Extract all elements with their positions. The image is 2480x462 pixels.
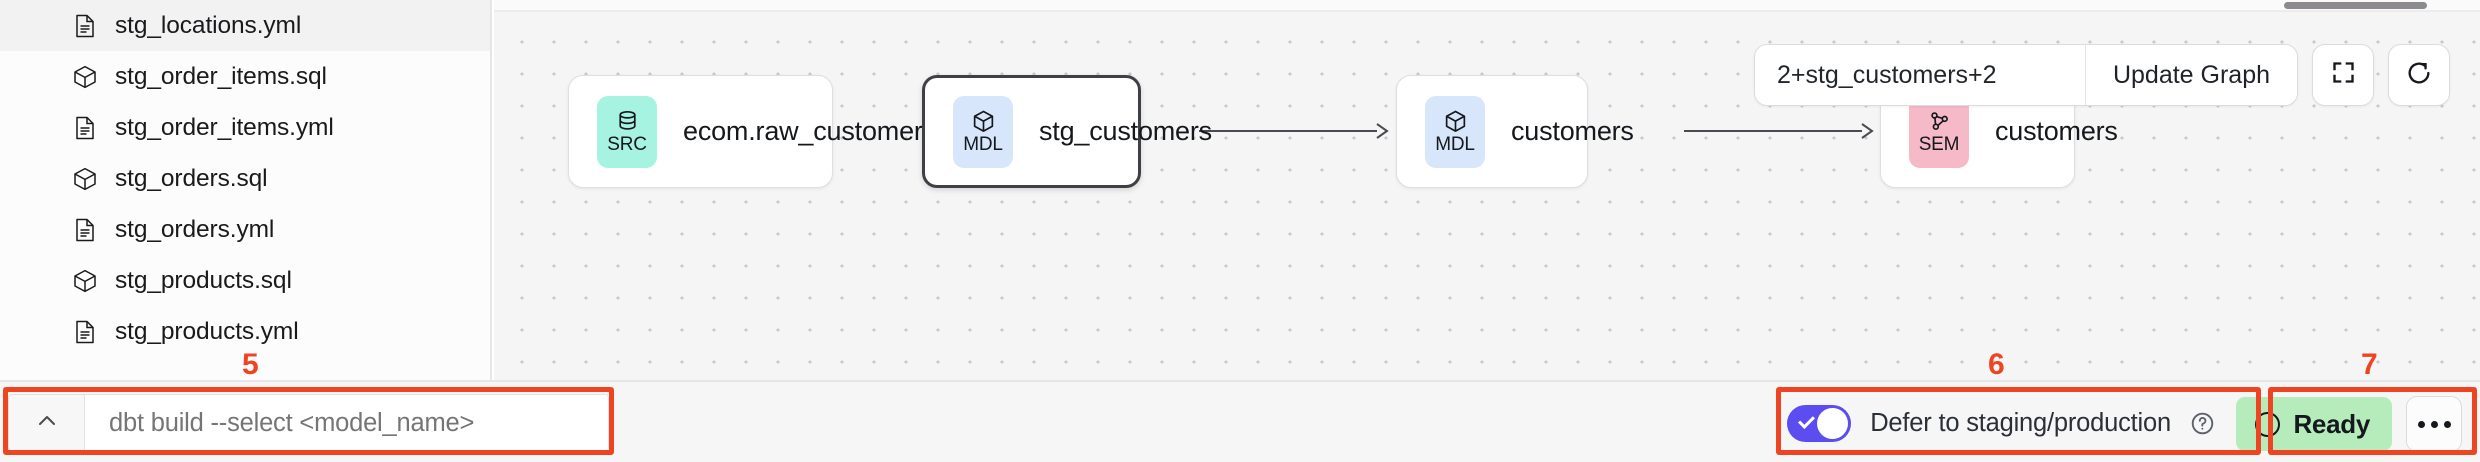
file-name: stg_orders.sql (115, 164, 268, 192)
fullscreen-button[interactable] (2312, 44, 2374, 106)
graph-node-customers-model[interactable]: MDL customers (1396, 75, 1634, 188)
edge-stg-to-customers (1199, 123, 1389, 139)
file-explorer-sidebar: stg_locations.yml stg_order_items.sql st… (0, 0, 492, 380)
file-yml-icon (72, 115, 98, 141)
bottom-status-bar: Defer to staging/production Ready (0, 380, 2480, 462)
status-label: Ready (2293, 408, 2370, 439)
fullscreen-icon (2330, 59, 2357, 91)
ellipsis-icon (2430, 420, 2438, 428)
cube-sql-icon (72, 166, 98, 192)
file-row[interactable]: stg_order_items.yml (0, 102, 490, 153)
file-row[interactable]: stg_locations.yml (0, 0, 490, 51)
graph-node-stg-customers[interactable]: MDL stg_customers (922, 75, 1212, 188)
node-label: customers (1995, 116, 2118, 146)
canvas-top-divider (494, 10, 2480, 12)
file-row[interactable]: stg_orders.sql (0, 153, 490, 204)
ellipsis-icon (2443, 420, 2451, 428)
node-label: ecom.raw_customers (683, 116, 936, 146)
command-bar (8, 394, 609, 452)
file-yml-icon (72, 217, 98, 243)
file-yml-icon (72, 319, 98, 345)
update-graph-button[interactable]: Update Graph (2084, 45, 2297, 105)
defer-control-group: Defer to staging/production (1787, 400, 2215, 447)
refresh-button[interactable] (2388, 44, 2450, 106)
database-icon (618, 110, 636, 130)
cube-icon (1445, 110, 1465, 132)
help-circle-icon[interactable] (2190, 411, 2215, 436)
scrollbar-thumb[interactable] (2284, 2, 2427, 9)
cube-sql-icon (72, 64, 98, 90)
badge-mdl: MDL (1425, 95, 1485, 168)
node-label: customers (1511, 116, 1634, 146)
defer-label: Defer to staging/production (1870, 409, 2171, 437)
command-input[interactable] (85, 395, 608, 451)
chevron-up-icon (35, 409, 59, 438)
file-name: stg_products.sql (115, 266, 292, 294)
graph-toolbar: Update Graph (1753, 44, 2450, 106)
semantic-icon (1930, 112, 1948, 130)
cube-icon (973, 110, 993, 132)
file-row[interactable]: stg_products.sql (0, 255, 490, 306)
defer-toggle[interactable] (1787, 405, 1852, 442)
node-label: stg_customers (1039, 116, 1212, 146)
status-indicator-icon (2255, 411, 2281, 437)
badge-mdl: MDL (953, 95, 1013, 168)
expand-command-panel-button[interactable] (9, 395, 85, 451)
file-row[interactable]: stg_orders.yml (0, 204, 490, 255)
edge-customers-to-sem (1684, 123, 1874, 139)
status-group: Ready (2236, 396, 2462, 452)
badge-label: MDL (963, 134, 1003, 155)
more-options-button[interactable] (2406, 396, 2462, 452)
file-name: stg_orders.yml (115, 215, 275, 243)
badge-label: SRC (607, 134, 647, 155)
badge-sem: SEM (1909, 95, 1969, 168)
graph-selector-input[interactable] (1754, 45, 2085, 105)
graph-node-source[interactable]: SRC ecom.raw_customers (568, 75, 936, 188)
file-name: stg_order_items.sql (115, 62, 327, 90)
file-name: stg_locations.yml (115, 11, 302, 39)
file-name: stg_products.yml (115, 317, 299, 345)
badge-src: SRC (597, 95, 657, 168)
cube-sql-icon (72, 268, 98, 294)
graph-selector-group: Update Graph (1753, 44, 2298, 106)
check-icon (1798, 412, 1816, 429)
ellipsis-icon (2417, 420, 2425, 428)
file-row[interactable]: stg_order_items.sql (0, 51, 490, 102)
file-row[interactable]: stg_products.yml (0, 306, 490, 357)
status-badge[interactable]: Ready (2236, 397, 2392, 451)
canvas-horizontal-scrollbar[interactable] (494, 0, 2480, 11)
badge-label: MDL (1435, 134, 1475, 155)
file-yml-icon (72, 13, 98, 39)
toggle-knob (1817, 408, 1849, 439)
file-name: stg_order_items.yml (115, 113, 334, 141)
badge-label: SEM (1918, 134, 1960, 155)
refresh-icon (2405, 59, 2433, 92)
